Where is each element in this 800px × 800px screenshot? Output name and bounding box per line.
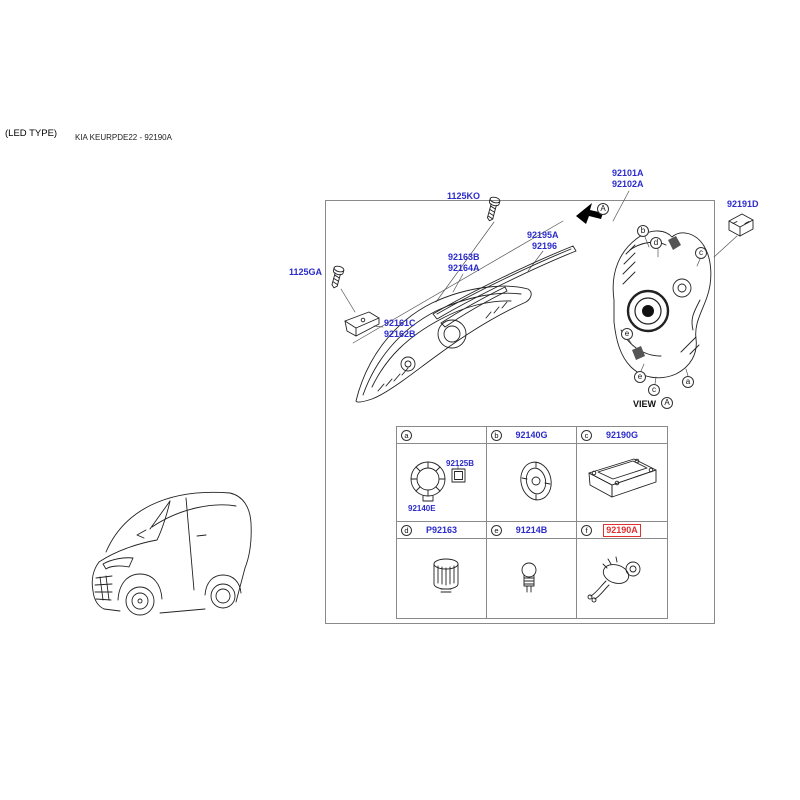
housing-callout-a: a (682, 376, 694, 388)
led-type-label: (LED TYPE) (5, 128, 58, 139)
part-label-92162B[interactable]: 92162B (384, 329, 416, 339)
led-driver-module-c-illustration (588, 458, 657, 498)
table-header-d: d P92163 (397, 522, 487, 539)
part-number-c[interactable]: 92190G (605, 430, 639, 440)
trim-strip-92163B-illustration (440, 286, 508, 328)
callout-f: f (581, 524, 592, 536)
trim-strip-92195A-illustration (432, 245, 577, 320)
pad-92125B-illustration (451, 468, 466, 483)
callout-d: d (401, 524, 412, 536)
arrow-letter-callout: A (597, 203, 609, 215)
part-label-92140E[interactable]: 92140E (408, 504, 436, 513)
part-label-92195A[interactable]: 92195A (527, 230, 559, 240)
screw-1125GA-icon (331, 265, 345, 289)
table-header-a: a (397, 427, 487, 444)
housing-callout-b: b (637, 225, 649, 237)
part-number-d[interactable]: P92163 (425, 525, 458, 535)
led-unit-f-illustration (587, 556, 641, 603)
connector-92191D-icon (728, 213, 754, 237)
part-label-92196[interactable]: 92196 (532, 241, 558, 251)
vehicle-illustration (91, 491, 252, 616)
housing-callout-e-bottom: e (634, 371, 646, 383)
headlamp-lens-illustration (355, 285, 532, 403)
table-cell-b-figure (487, 444, 577, 522)
dust-cap-a-illustration (410, 461, 446, 502)
dust-cap-b-illustration (520, 461, 552, 501)
table-cell-f-figure (577, 539, 667, 618)
direction-arrow-icon (576, 203, 603, 224)
part-label-92191D[interactable]: 92191D (727, 199, 759, 209)
diagram-frame (325, 200, 715, 624)
callout-c: c (581, 429, 592, 441)
part-label-92125B[interactable]: 92125B (446, 459, 475, 468)
table-header-b: b 92140G (487, 427, 577, 444)
table-cell-a-figure: 92125B 92140E (397, 444, 487, 522)
part-label-92164A[interactable]: 92164A (448, 263, 480, 273)
housing-callout-e-left: e (621, 328, 633, 340)
part-label-1125GA[interactable]: 1125GA (289, 267, 323, 277)
part-label-1125KO[interactable]: 1125KO (447, 191, 481, 201)
housing-callout-c-top: c (695, 247, 707, 259)
table-header-e: e 91214B (487, 522, 577, 539)
bracket-92161C-icon (344, 311, 380, 337)
table-cell-d-figure (397, 539, 487, 618)
socket-d-illustration (433, 558, 459, 593)
part-label-92102A[interactable]: 92102A (612, 179, 644, 189)
callout-e: e (491, 524, 502, 536)
table-header-f: f 92190A (577, 522, 667, 539)
table-cell-e-figure (487, 539, 577, 618)
screw-1125KO-icon (487, 196, 501, 222)
leader-lines (340, 190, 738, 470)
part-label-92101A[interactable]: 92101A (612, 168, 644, 178)
part-number-b[interactable]: 92140G (515, 430, 548, 440)
view-label: VIEW (633, 399, 657, 409)
table-cell-c-figure (577, 444, 667, 522)
part-number-e[interactable]: 91214B (515, 525, 548, 535)
bulb-e-illustration (521, 562, 537, 593)
callout-b: b (491, 429, 502, 441)
housing-callout-d: d (650, 237, 662, 249)
callout-leader-ticks (628, 236, 701, 385)
view-letter-callout: A (661, 397, 673, 409)
catalog-code: KIA KEURPDE22 - 92190A (75, 133, 172, 142)
housing-callout-c-bottom: c (648, 384, 660, 396)
table-header-c: c 92190G (577, 427, 667, 444)
part-label-92163B[interactable]: 92163B (448, 252, 480, 262)
parts-table: a b 92140G c 92190G 92125B 92140E d P921… (396, 426, 668, 619)
part-label-92161C[interactable]: 92161C (384, 318, 416, 328)
part-number-f-highlighted[interactable]: 92190A (603, 524, 641, 537)
callout-a: a (401, 429, 412, 441)
